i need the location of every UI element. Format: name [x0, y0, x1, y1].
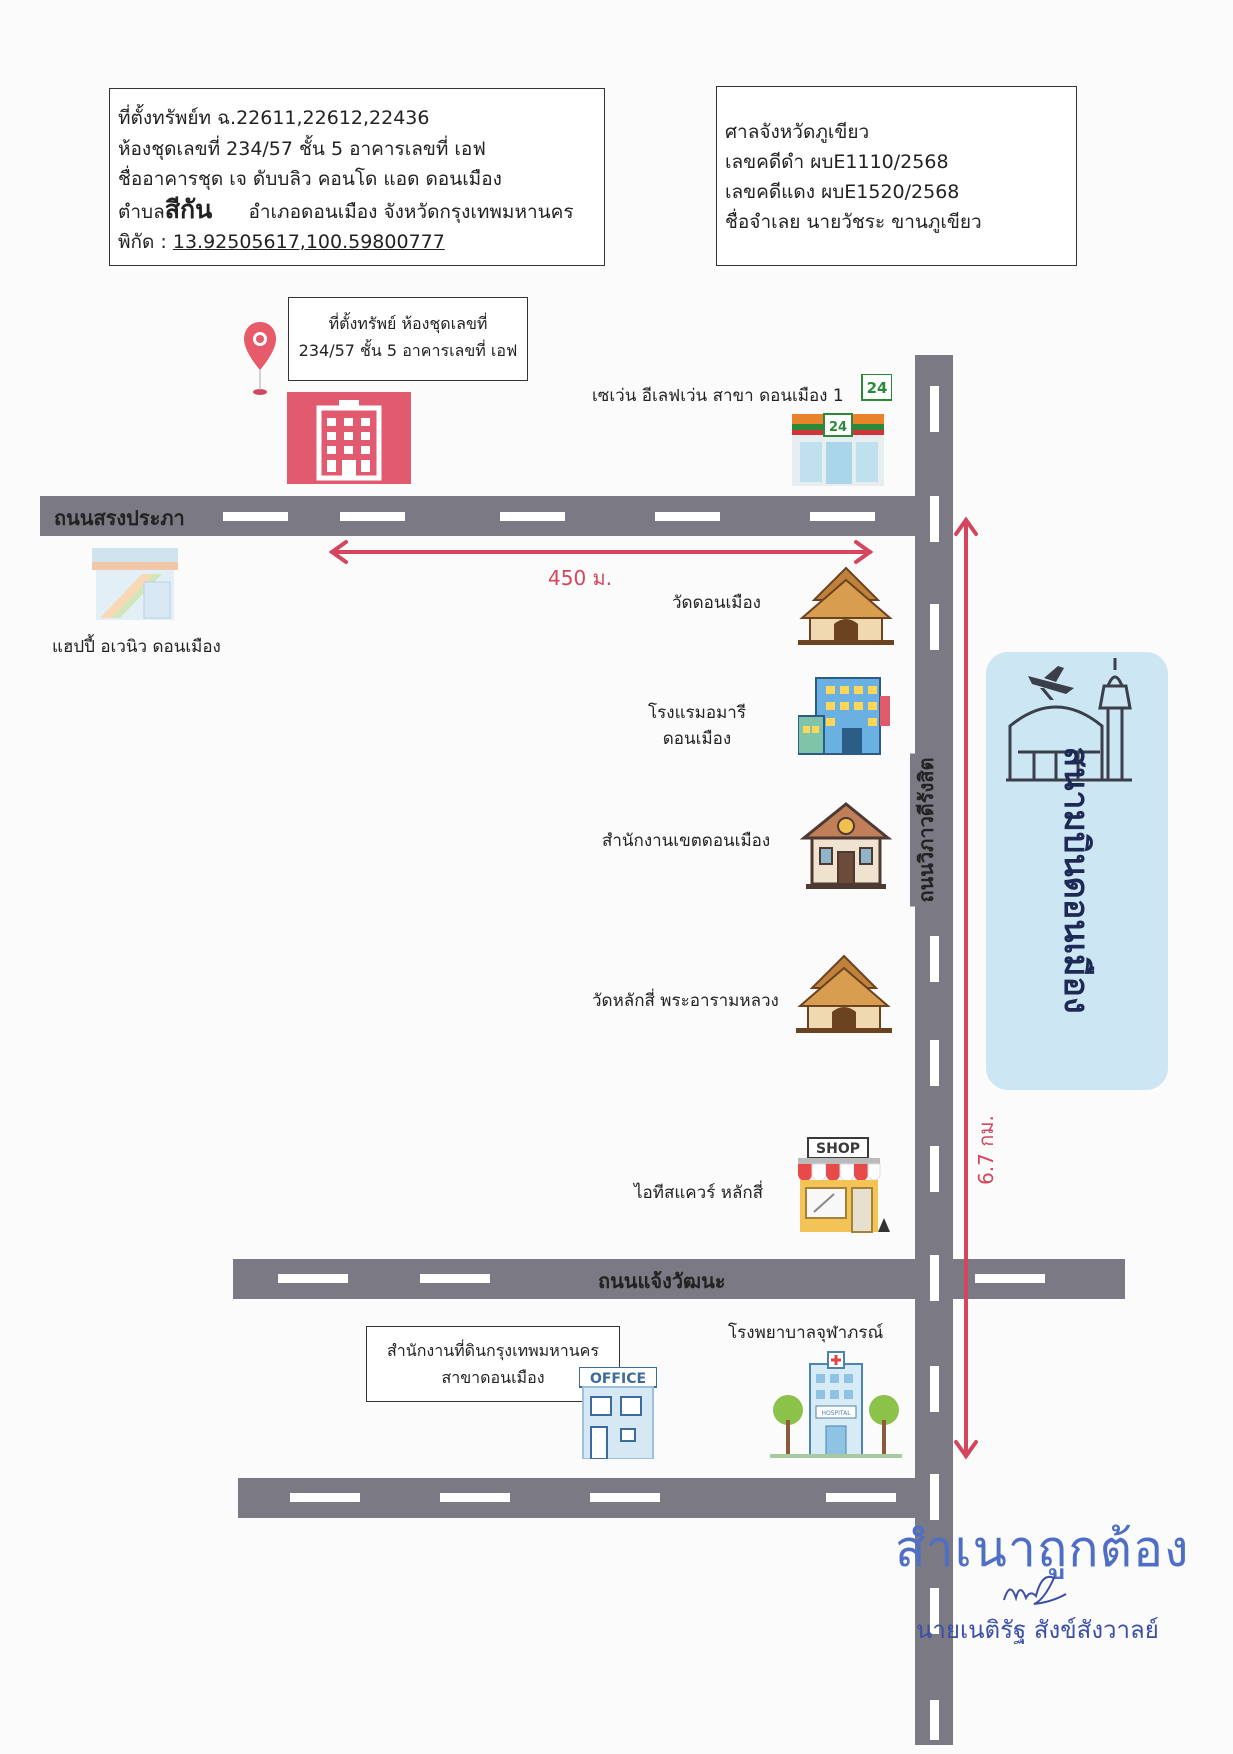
lane-dash	[930, 604, 939, 650]
court-name: ศาลจังหวัดภูเขียว	[725, 121, 870, 143]
coord-value: 13.92505617,100.59800777	[172, 231, 445, 253]
lane-dash	[655, 512, 720, 521]
road-label-songprapa: ถนนสรงประภา	[48, 502, 191, 534]
property-info-box: ที่ตั้งทรัพย์ท ฉ.22611,22612,22436 ห้องช…	[109, 88, 605, 266]
lane-dash	[826, 1493, 896, 1502]
hotel-name-line1: โรงแรมอมารี	[648, 703, 746, 723]
shop-sign-text: SHOP	[816, 1141, 860, 1157]
lane-dash	[930, 1700, 939, 1740]
lane-dash	[440, 1493, 510, 1502]
lane-dash	[930, 1588, 939, 1634]
red-case-number: เลขคดีแดง ผบE1520/2568	[725, 181, 960, 203]
defendant-name: ชื่อจำเลย นายวัชระ ขานภูเขียว	[725, 211, 982, 233]
property-address: ตำบลสีกัน อำเภอดอนเมือง จังหวัดกรุงเทพมห…	[118, 195, 596, 228]
distance-label-6-7km: 6.7 กม.	[974, 1115, 998, 1185]
lane-dash	[930, 1040, 939, 1086]
callout-line1: ที่ตั้งทรัพย์ ห้องชุดเลขที่	[328, 314, 488, 333]
seven-eleven-store-icon: 24 24	[790, 374, 892, 486]
label-wat-don-mueang: วัดดอนเมือง	[672, 593, 761, 613]
road-songprapa	[40, 496, 950, 536]
property-unit: ห้องชุดเลขที่ 234/57 ชั้น 5 อาคารเลขที่ …	[118, 137, 486, 160]
label-amari-hotel: โรงแรมอมารี ดอนเมือง	[648, 700, 746, 752]
subdistrict-prefix: ตำบล	[118, 200, 165, 223]
lane-dash	[930, 1146, 939, 1192]
hotel-icon	[798, 676, 894, 756]
callout-line2: 234/57 ชั้น 5 อาคารเลขที่ เอฟ	[298, 341, 518, 360]
lane-dash	[340, 512, 405, 521]
lane-dash	[278, 1274, 348, 1283]
label-wat-lak-si: วัดหลักสี่ พระอารามหลวง	[592, 991, 779, 1011]
hospital-sign-text: HOSPITAL	[821, 1410, 851, 1417]
airport-label: สนามบินดอนเมือง	[1056, 746, 1096, 1014]
label-district-office: สำนักงานเขตดอนเมือง	[602, 831, 771, 851]
road-label-chaengwattana: ถนนแจ้งวัฒนะ	[592, 1265, 732, 1297]
property-location-callout: ที่ตั้งทรัพย์ ห้องชุดเลขที่ 234/57 ชั้น …	[288, 297, 528, 381]
district-office-icon	[800, 800, 892, 890]
lane-dash	[930, 936, 939, 982]
coord-label: พิกัด :	[118, 231, 167, 253]
airport-zone	[986, 652, 1168, 1090]
lane-dash	[223, 512, 288, 521]
office-sign-text: OFFICE	[590, 1371, 646, 1387]
district-province: อำเภอดอนเมือง จังหวัดกรุงเทพมหานคร	[248, 200, 574, 223]
label-seven-eleven: เซเว่น อีเลฟเว่น สาขา ดอนเมือง 1	[592, 386, 844, 406]
road-label-vibhavadi: ถนนวิภาวดีรังสิต	[910, 753, 942, 907]
hospital-icon: HOSPITAL	[770, 1350, 902, 1460]
property-coordinates: พิกัด : 13.92505617,100.59800777	[118, 227, 596, 258]
airport-icon	[1004, 648, 1140, 784]
distance-label-450m: 450 ม.	[548, 566, 613, 590]
property-building-name: ชื่ออาคารชุด เจ ดับบลิว คอนโด แอด ดอนเมื…	[118, 168, 502, 190]
signature-icon	[1000, 1570, 1070, 1610]
land-office-line2: สาขาดอนเมือง	[441, 1368, 545, 1387]
lane-dash	[930, 1366, 939, 1412]
lane-dash	[930, 1474, 939, 1520]
court-info-box: ศาลจังหวัดภูเขียว เลขคดีดำ ผบE1110/2568 …	[716, 86, 1077, 266]
property-title-deed: ที่ตั้งทรัพย์ท ฉ.22611,22612,22436	[118, 107, 430, 129]
certifier-name: นายเนติรัฐ สังข์สังวาลย์	[916, 1616, 1159, 1644]
lane-dash	[930, 496, 939, 542]
lane-dash	[500, 512, 565, 521]
certified-copy-stamp: สำเนาถูกต้อง	[895, 1520, 1190, 1578]
lane-dash	[930, 1255, 939, 1301]
lane-dash	[930, 386, 939, 432]
land-office-callout: สำนักงานที่ดินกรุงเทพมหานคร สาขาดอนเมือง	[366, 1326, 620, 1402]
hotel-name-line2: ดอนเมือง	[662, 729, 732, 749]
condo-building-icon	[287, 392, 411, 484]
label-it-square: ไอทีสแควร์ หลักสี่	[634, 1183, 764, 1203]
shop-icon: SHOP	[794, 1134, 894, 1236]
svg-text:24: 24	[829, 420, 847, 435]
lane-dash	[975, 1274, 1045, 1283]
map-pin-icon	[242, 320, 278, 396]
lane-dash	[590, 1493, 660, 1502]
temple-icon	[794, 566, 898, 646]
black-case-number: เลขคดีดำ ผบE1110/2568	[725, 151, 949, 173]
temple-icon	[792, 954, 896, 1034]
subdistrict-name: สีกัน	[164, 194, 213, 224]
label-hospital: โรงพยาบาลจุฬาภรณ์	[728, 1323, 884, 1343]
lane-dash	[420, 1274, 490, 1283]
happy-avenue-store-icon	[92, 548, 178, 622]
land-office-line1: สำนักงานที่ดินกรุงเทพมหานคร	[387, 1341, 599, 1360]
seven-eleven-sign-text: 24	[867, 379, 888, 397]
lane-dash	[290, 1493, 360, 1502]
lane-dash	[810, 512, 875, 521]
label-happy-avenue: แฮปปี้ อเวนิว ดอนเมือง	[52, 637, 221, 657]
office-icon: OFFICE	[579, 1367, 657, 1459]
